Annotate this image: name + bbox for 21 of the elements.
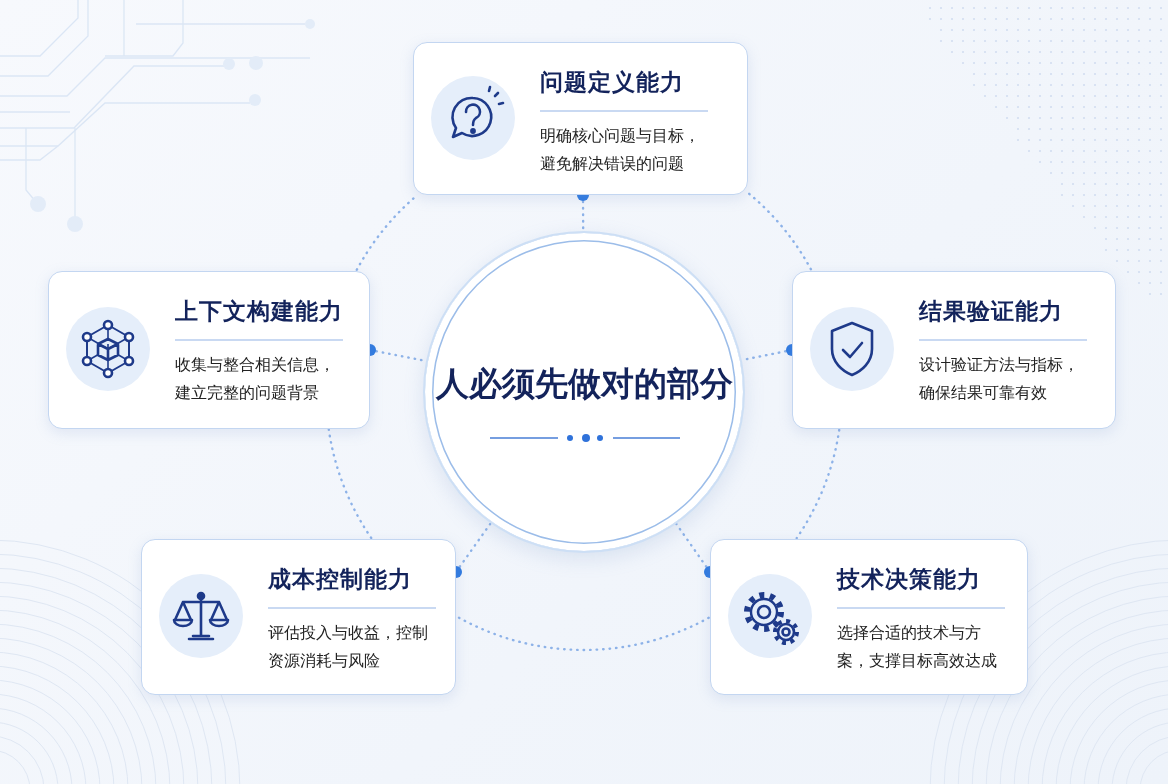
connector-line	[795, 428, 841, 540]
ability-card	[141, 539, 456, 695]
card-title: 上下文构建能力	[175, 297, 343, 326]
ability-card	[48, 271, 370, 429]
ability-card	[792, 271, 1116, 429]
connector-line	[455, 615, 710, 652]
ability-card	[710, 539, 1028, 695]
center-title: 人必须先做对的部分	[434, 363, 734, 405]
card-text: 设计验证方法与指标，确保结果可靠有效	[919, 355, 1080, 404]
card-text: 评估投入与收益，控制资源消耗与风险	[268, 623, 429, 672]
card-text: 选择合适的技术与方案，支撑目标高效达成	[837, 623, 998, 672]
card-title: 成本控制能力	[268, 565, 412, 594]
connector-line	[327, 428, 373, 540]
ability-card	[413, 42, 748, 195]
card-title: 问题定义能力	[540, 68, 684, 97]
card-text: 收集与整合相关信息，建立完整的问题背景	[175, 355, 336, 404]
card-title: 技术决策能力	[837, 565, 981, 594]
card-text: 明确核心问题与目标，避免解决错误的问题	[540, 126, 701, 175]
connector-line	[748, 192, 813, 272]
connector-line	[355, 194, 418, 271]
card-title: 结果验证能力	[919, 297, 1063, 326]
